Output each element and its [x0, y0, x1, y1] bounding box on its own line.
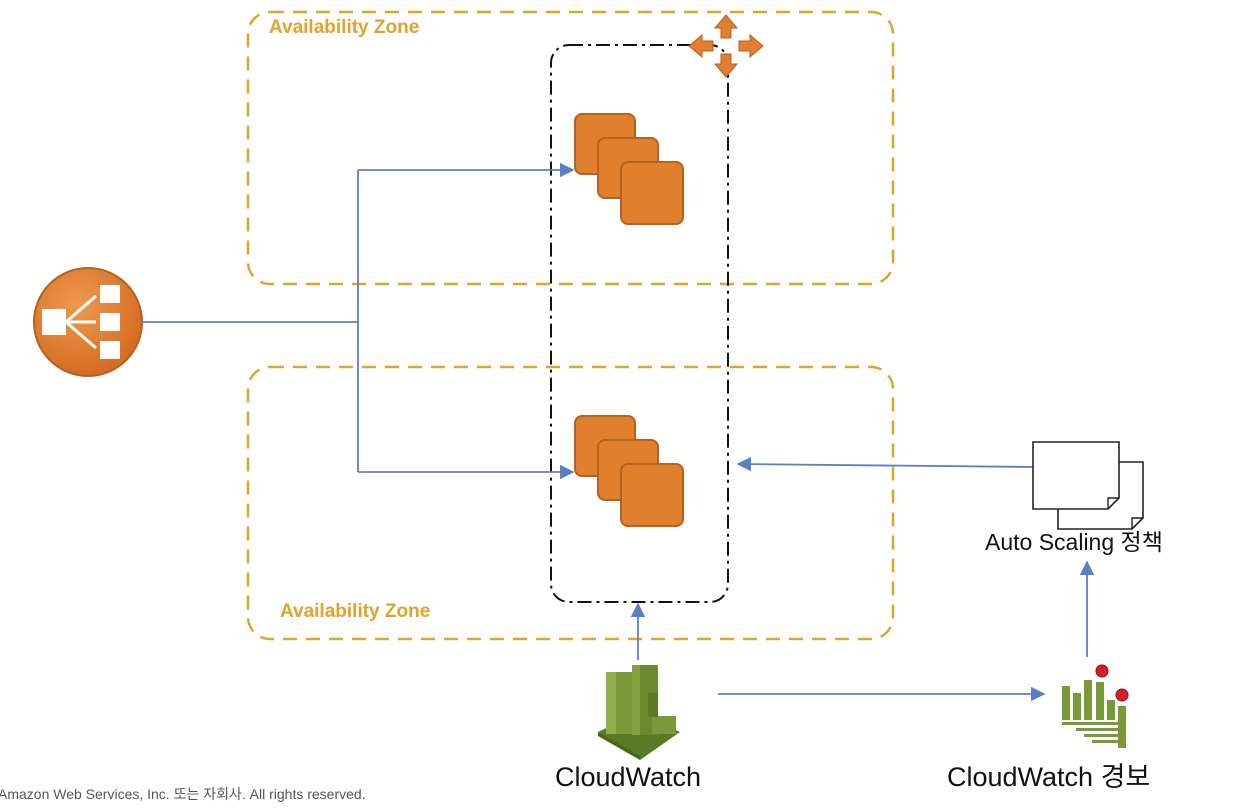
auto-scaling-icon	[688, 14, 764, 78]
availability-zone-bottom-label: Availability Zone	[280, 601, 431, 622]
copyright-footer: Amazon Web Services, Inc. 또는 자회사. All ri…	[0, 786, 366, 802]
auto-scaling-group-boundary	[550, 44, 729, 603]
alarm-indicator-icon	[1115, 688, 1129, 702]
ec2-instances-icon-bottom	[574, 415, 684, 527]
cloudwatch-label: CloudWatch	[555, 762, 702, 792]
auto-scaling-policy-label: Auto Scaling 정책	[985, 529, 1163, 555]
ec2-instances-icon-top	[574, 113, 684, 225]
availability-zone-top	[246, 10, 895, 286]
availability-zone-bottom	[246, 365, 895, 641]
availability-zone-top-label: Availability Zone	[269, 17, 420, 38]
policy-documents-icon	[1032, 441, 1144, 530]
arrow-policy-to-asg	[736, 456, 1034, 472]
load-balancer-icon	[33, 267, 143, 377]
cloudwatch-icon	[598, 665, 680, 760]
cloudwatch-alarm-icon	[1062, 664, 1129, 748]
cloudwatch-alarm-label: CloudWatch 경보	[947, 762, 1151, 792]
connectors	[142, 162, 1095, 702]
alarm-indicator-icon	[1095, 664, 1109, 678]
